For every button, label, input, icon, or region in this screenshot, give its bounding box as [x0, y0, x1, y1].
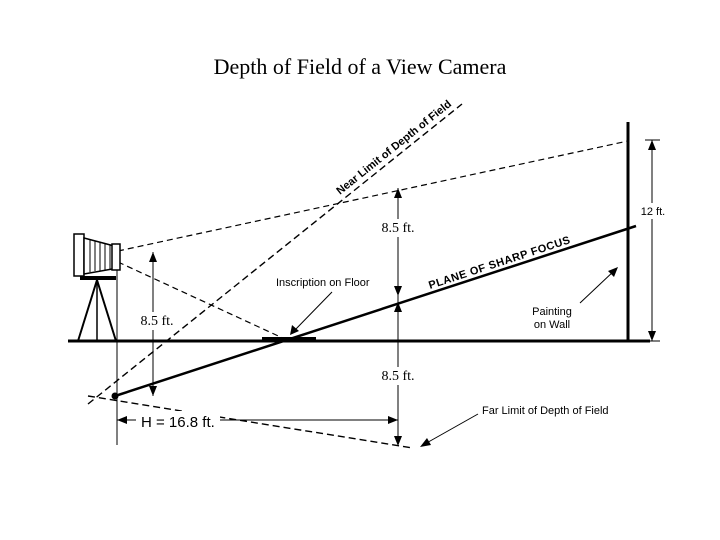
diagram-title: Depth of Field of a View Camera	[214, 54, 507, 79]
camera-dim-arrow-top	[149, 252, 157, 262]
hyperfocal-arrow-right	[388, 416, 398, 424]
painting-pointer-arrow	[608, 267, 618, 277]
wall-label-bg	[633, 203, 673, 219]
far-limit-pointer-arrow	[420, 438, 431, 447]
wall-height-label: 12 ft.	[641, 206, 665, 218]
lower-dim-arrow-top	[394, 302, 402, 312]
hyperfocal-arrow-left	[117, 416, 127, 424]
upper-distance-label-bg	[374, 219, 422, 237]
plane-of-sharp-focus-line	[114, 224, 637, 398]
lower-distance-label-bg	[374, 367, 422, 385]
camera-dim-arrow-bottom	[149, 386, 157, 396]
inscription-label: Inscription on Floor	[276, 277, 370, 289]
upper-ray-line	[117, 140, 629, 252]
view-camera-icon	[73, 233, 121, 342]
camera-height-label-bg	[134, 312, 180, 330]
painting-label-line1: Painting	[532, 306, 572, 318]
hinge-point	[111, 392, 119, 400]
inscription-pointer	[292, 291, 333, 333]
wall-dim-arrow-bottom	[648, 331, 656, 341]
lower-ray-line	[117, 261, 288, 341]
hyperfocal-label-bg	[136, 411, 220, 431]
upper-dim-arrow-top	[394, 188, 402, 198]
painting-label-line2: on Wall	[534, 319, 570, 331]
near-limit-line	[87, 103, 463, 405]
upper-dim-arrow-bottom	[394, 286, 402, 296]
wall-dim-arrow-top	[648, 140, 656, 150]
plane-of-focus-label: PLANE OF SHARP FOCUS	[427, 234, 572, 292]
lower-distance-label: 8.5 ft.	[381, 369, 414, 384]
upper-distance-label: 8.5 ft.	[381, 221, 414, 236]
far-limit-label: Far Limit of Depth of Field	[482, 405, 609, 417]
camera-height-label: 8.5 ft.	[140, 314, 173, 329]
lower-dim-arrow-bottom	[394, 436, 402, 446]
painting-pointer	[579, 269, 616, 304]
hyperfocal-label: H = 16.8 ft.	[141, 414, 215, 431]
far-limit-pointer	[422, 413, 479, 446]
inscription-pointer-arrow	[290, 325, 299, 335]
